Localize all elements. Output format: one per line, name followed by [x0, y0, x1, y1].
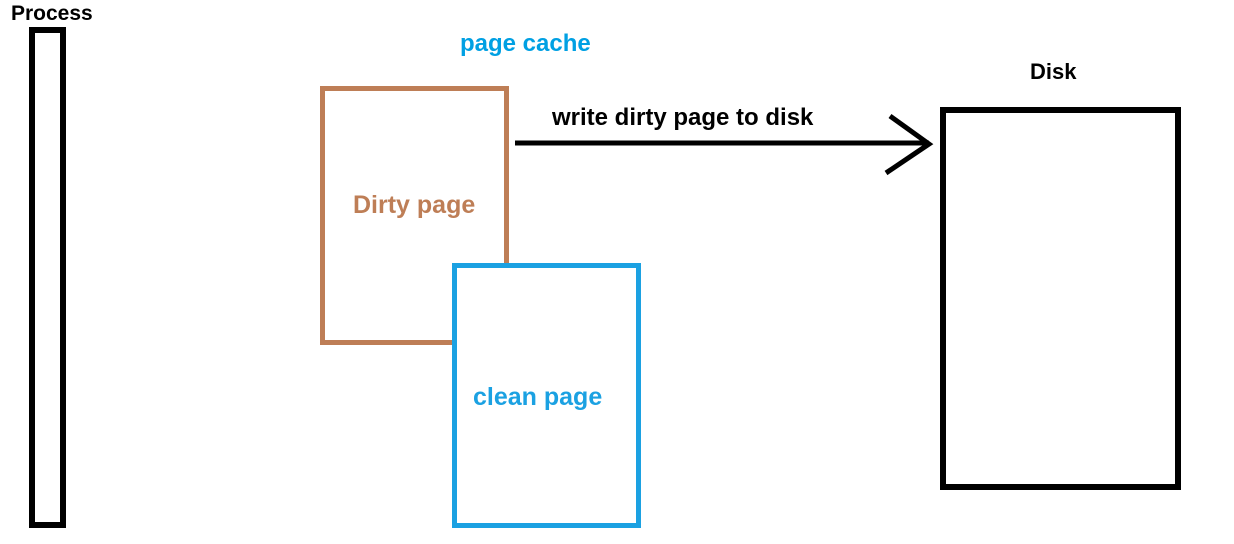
disk-title: Disk: [1030, 59, 1077, 84]
page-cache-title: page cache: [460, 30, 591, 57]
dirty-page-label: Dirty page: [353, 191, 476, 219]
arrow-label: write dirty page to disk: [552, 104, 814, 131]
dirty-page-box: [320, 86, 509, 345]
process-title: Process: [11, 2, 93, 25]
process-box: [29, 27, 66, 528]
clean-page-label: clean page: [473, 383, 603, 411]
disk-box: [940, 107, 1181, 490]
clean-page-box: [452, 263, 641, 528]
